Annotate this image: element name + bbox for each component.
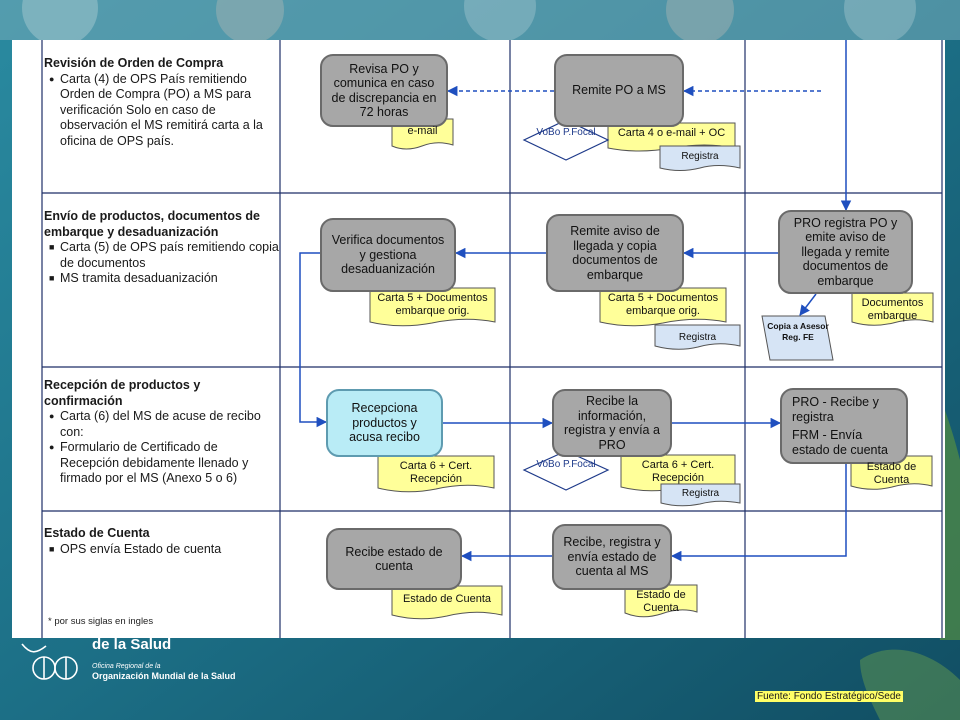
doc-estado-cuenta: Estado de Cuenta — [392, 590, 502, 606]
section-item: ■MS tramita desaduanización — [44, 271, 279, 287]
box-remite-aviso: Remite aviso de llegada y copia document… — [546, 214, 684, 292]
section-item: ■Carta (5) de OPS país remitiendo copia … — [44, 240, 279, 271]
org-name: Organización Mundial de la Salud — [92, 671, 236, 681]
section-estado: Estado de Cuenta ■OPS envía Estado de cu… — [44, 526, 279, 557]
section-title: Recepción de productos y confirmación — [44, 378, 279, 409]
box-recibe-registra: Recibe, registra y envía estado de cuent… — [552, 524, 672, 590]
section-item: ●Carta (4) de OPS País remitiendo Orden … — [44, 72, 279, 150]
org-office-text: Oficina Regional de la — [92, 663, 161, 670]
doc-registra: Registra — [660, 148, 740, 164]
doc-registra: Registra — [655, 329, 740, 345]
box-pro-registra: PRO registra PO y emite aviso de llegada… — [778, 210, 913, 294]
section-item: ●Formulario de Certificado de Recepción … — [44, 440, 279, 487]
doc-email: e-mail — [392, 122, 453, 138]
box-pro-recibe: PRO - Recibe y registra FRM - Envía esta… — [780, 388, 908, 464]
section-title: Revisión de Orden de Compra — [44, 56, 279, 72]
doc-carta4: Carta 4 o e-mail + OC — [608, 124, 735, 140]
doc-carta5: Carta 5 + Documentos embarque orig. — [600, 289, 726, 317]
doc-carta6: Carta 6 + Cert. Recepción — [378, 457, 494, 485]
section-title: Estado de Cuenta — [44, 526, 279, 542]
pro-recibe-label: PRO - Recibe y registra — [792, 395, 900, 424]
frm-envia-label: FRM - Envía estado de cuenta — [792, 428, 900, 457]
section-item: ■OPS envía Estado de cuenta — [44, 542, 279, 558]
doc-documentos-embarque: Documentos embarque — [852, 294, 933, 322]
source-note: Fuente: Fondo Estratégico/Sede — [755, 691, 903, 702]
doc-registra: Registra — [661, 485, 740, 501]
box-verifica-documentos: Verifica documentos y gestiona desaduani… — [320, 218, 456, 292]
org-top-text: de la Salud — [92, 636, 171, 653]
box-recibe-estado: Recibe estado de cuenta — [326, 528, 462, 590]
section-title: Envío de productos, documentos de embarq… — [44, 209, 279, 240]
footnote: * por sus siglas en ingles — [48, 616, 153, 627]
section-item: ●Carta (6) del MS de acuse de recibo con… — [44, 409, 279, 440]
doc-carta5: Carta 5 + Documentos embarque orig. — [370, 289, 495, 317]
vobo-focal: VoBo P.Focal — [536, 456, 596, 472]
section-envio: Envío de productos, documentos de embarq… — [44, 209, 279, 287]
box-revisa-po: Revisa PO y comunica en caso de discrepa… — [320, 54, 448, 127]
box-remite-po: Remite PO a MS — [554, 54, 684, 127]
doc-estado-cuenta: Estado de Cuenta — [625, 586, 697, 614]
section-revision: Revisión de Orden de Compra ●Carta (4) d… — [44, 56, 279, 149]
box-recibe-informacion: Recibe la información, registra y envía … — [552, 389, 672, 457]
section-recepcion: Recepción de productos y confirmación ●C… — [44, 378, 279, 487]
doc-copia-asesor: Copia a Asesor Reg. FE — [766, 318, 830, 343]
doc-estado-cuenta: Estado de Cuenta — [851, 458, 932, 486]
box-recepciona: Recepciona productos y acusa recibo — [326, 389, 443, 457]
who-emblem-icon — [16, 640, 82, 686]
vobo-focal: VoBo P.Focal — [536, 124, 596, 140]
doc-carta6: Carta 6 + Cert. Recepción — [621, 456, 735, 484]
